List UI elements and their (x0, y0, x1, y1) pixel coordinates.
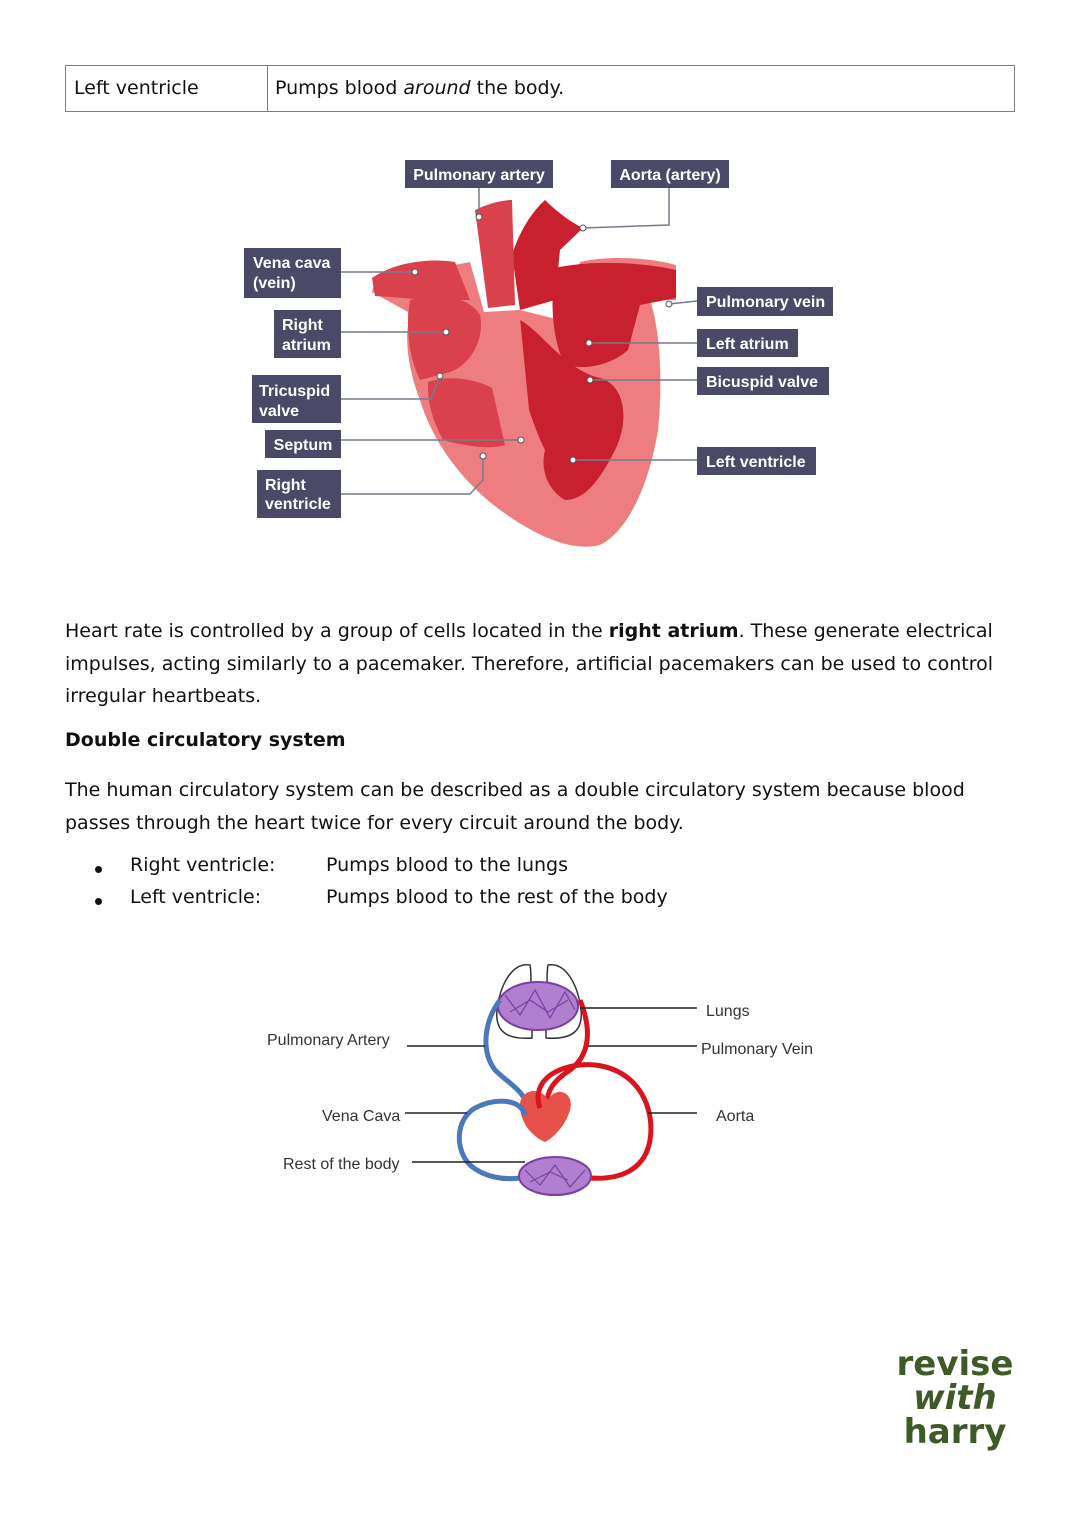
mini-heart (520, 1091, 571, 1142)
label-right-ventricle-line2: ventricle (265, 496, 331, 513)
bullet-text: Pumps blood to the lungs (326, 854, 568, 876)
label-pulmonary-artery: Pulmonary artery (413, 167, 545, 184)
label-right-ventricle-line1: Right (265, 477, 307, 494)
pacemaker-paragraph: Heart rate is controlled by a group of c… (65, 615, 1015, 713)
bullet-text: Pumps blood to the rest of the body (326, 886, 668, 908)
label-right-atrium-line1: Right (282, 317, 324, 334)
label-pulmonary-vein: Pulmonary vein (706, 294, 825, 311)
circ-label-pulmonary-artery: Pulmonary Artery (267, 1032, 390, 1049)
para1-bold: right atrium (609, 620, 739, 642)
label-right-atrium-line2: atrium (282, 337, 331, 354)
vena-cava-vessel (459, 1101, 525, 1178)
label-tricuspid-line1: Tricuspid (259, 383, 330, 400)
logo-line-1: revise (888, 1347, 1022, 1381)
label-bicuspid-valve: Bicuspid valve (706, 374, 818, 391)
label-tricuspid-line2: valve (259, 403, 299, 420)
logo-line-2: with (888, 1381, 1022, 1415)
circ-label-aorta: Aorta (716, 1108, 754, 1125)
bullet-dot-icon (95, 866, 102, 873)
bullet-dot-icon (95, 898, 102, 905)
vena-cava-vessel (372, 261, 470, 300)
circ-label-pulmonary-vein: Pulmonary Vein (701, 1041, 813, 1058)
section-heading: Double circulatory system (65, 729, 346, 751)
bullet-label: Right ventricle: (130, 854, 275, 876)
circ-label-lungs: Lungs (706, 1003, 750, 1020)
label-vena-cava-line1: Vena cava (253, 255, 331, 272)
para1-before: Heart rate is controlled by a group of c… (65, 620, 609, 642)
label-left-ventricle: Left ventricle (706, 454, 806, 471)
label-septum: Septum (274, 437, 333, 454)
double-circulation-paragraph: The human circulatory system can be desc… (65, 774, 1015, 839)
bullet-label: Left ventricle: (130, 886, 261, 908)
circulatory-diagram: Lungs Pulmonary Artery Pulmonary Vein Ve… (0, 950, 1080, 1210)
label-vena-cava-line2: (vein) (253, 275, 296, 292)
circ-label-vena-cava: Vena Cava (322, 1108, 400, 1125)
heart-diagram: Pulmonary artery Aorta (artery) Vena cav… (0, 0, 1080, 600)
circ-label-rest-of-body: Rest of the body (283, 1156, 400, 1173)
logo-line-3: harry (888, 1415, 1022, 1449)
label-aorta: Aorta (artery) (619, 167, 720, 184)
label-left-atrium: Left atrium (706, 336, 789, 353)
revise-with-harry-logo: revise with harry (888, 1347, 1022, 1449)
